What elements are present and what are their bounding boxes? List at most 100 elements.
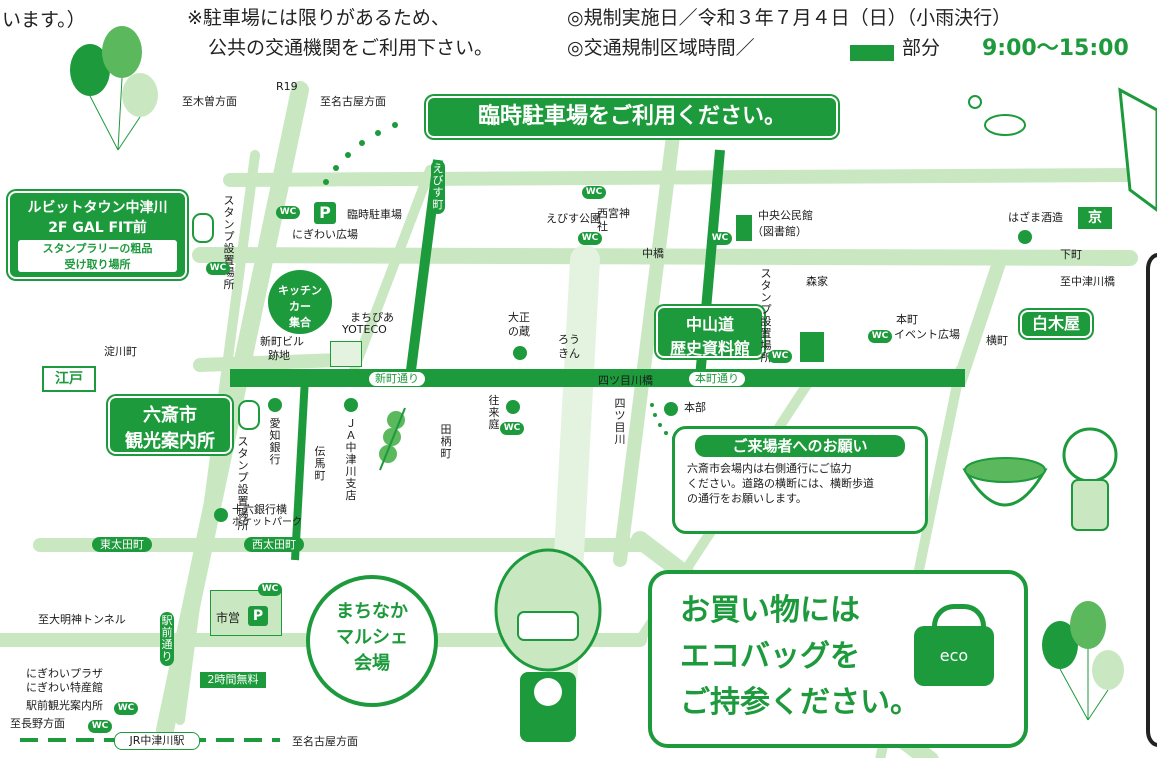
mid-road bbox=[345, 165, 435, 385]
yodogawa-road bbox=[193, 353, 347, 372]
regulated-road-denba bbox=[291, 377, 309, 561]
wc-icon: WC bbox=[582, 186, 606, 199]
label-chuo-kominkan: 中央公民館 bbox=[758, 209, 813, 222]
road-label-shinmachi: 新町通り bbox=[368, 371, 426, 387]
kitchen-car-badge: キッチン カー 集合 bbox=[268, 270, 332, 334]
label-to-kiso: 至木曽方面 bbox=[182, 95, 237, 108]
label-to-nakatsugawa-bridge: 至中津川橋 bbox=[1060, 275, 1115, 288]
label-taisho-1: 大正 bbox=[508, 311, 530, 324]
location-dot bbox=[513, 346, 527, 360]
label-juroku-1: 十六銀行横 bbox=[232, 503, 287, 516]
nakasendo-line-2: 歴史資料館 bbox=[669, 339, 750, 358]
label-nigiwai-plaza: にぎわいプラザ bbox=[26, 667, 103, 680]
label-yotsumegawa-bridge: 四ツ目川橋 bbox=[598, 374, 653, 387]
nakasendo-museum-banner: 中山道 歴史資料館 bbox=[658, 308, 762, 358]
regulation-time-prefix: ◎交通規制区域時間／ bbox=[567, 37, 755, 59]
marche-line-3: 会場 bbox=[354, 653, 390, 674]
label-to-daimyojin: 至大明神トンネル bbox=[38, 613, 126, 626]
label-oraitei: 往来庭 bbox=[488, 394, 500, 431]
kitchen-line-2: カー bbox=[289, 300, 311, 313]
wc-icon: WC bbox=[114, 702, 138, 715]
wc-icon: WC bbox=[768, 350, 792, 363]
r19-road bbox=[156, 81, 309, 739]
label-roukin-2: きん bbox=[558, 347, 580, 360]
location-dot bbox=[214, 508, 228, 522]
marche-line-1: まちなか bbox=[336, 601, 408, 622]
lubit-line-3: スタンプラリーの粗品 bbox=[42, 242, 153, 255]
eco-line-3: ご持参ください。 bbox=[680, 685, 920, 720]
eco-bag-handle bbox=[932, 604, 986, 635]
eco-bag-bubble: お買い物には エコバッグを ご持参ください。 eco bbox=[648, 570, 1028, 748]
label-yodogawa: 淀川町 bbox=[104, 345, 137, 358]
eco-line-1: お買い物には bbox=[680, 593, 860, 628]
label-moriya: 森家 bbox=[806, 275, 828, 288]
parking-note-2: 公共の交通機関をご利用下さい。 bbox=[208, 37, 494, 59]
label-honbu: 本部 bbox=[684, 401, 706, 414]
lubit-town-banner: ルビットタウン中津川 2F GAL FIT前 スタンプラリーの粗品 受け取り場所 bbox=[10, 193, 185, 277]
header-fragment: います。） bbox=[2, 9, 86, 31]
label-shiei: 市営 bbox=[216, 611, 241, 625]
location-dot bbox=[664, 402, 678, 416]
label-machipia-1: まちぴあ bbox=[350, 311, 394, 324]
label-taisho-2: の蔵 bbox=[508, 325, 530, 338]
shirakiya-banner: 白木屋 bbox=[1022, 312, 1090, 336]
marche-venue-bubble: まちなか マルシェ 会場 bbox=[306, 575, 438, 707]
wc-icon: WC bbox=[500, 422, 524, 435]
eco-line-2: エコバッグを bbox=[680, 639, 860, 674]
marche-line-2: マルシェ bbox=[336, 627, 408, 648]
wc-icon: WC bbox=[276, 206, 300, 219]
label-tagara: 田柄町 bbox=[440, 423, 452, 460]
road-label-honmachi: 本町通り bbox=[688, 371, 746, 387]
label-nakabashi: 中橋 bbox=[642, 247, 664, 260]
kitchen-line-1: キッチン bbox=[278, 284, 322, 297]
kitchen-line-3: 集合 bbox=[289, 316, 311, 329]
road-label-ebisu: えびす町 bbox=[431, 160, 445, 214]
visitor-notice-box: ご来場者へのお願い 六斎市会場内は右側通行にご協力 ください。道路の横断には、横… bbox=[672, 426, 928, 534]
notice-body-3: の通行をお願いします。 bbox=[687, 492, 807, 505]
label-ekimae-info: 駅前観光案内所 bbox=[26, 699, 103, 712]
label-denbacho: 伝馬町 bbox=[314, 445, 326, 482]
regulated-area-swatch bbox=[850, 45, 894, 61]
label-nigiwai-hiroba: にぎわい広場 bbox=[292, 228, 358, 241]
label-to-nagoya-bottom: 至名古屋方面 bbox=[292, 735, 358, 748]
label-two-hours-free: 2時間無料 bbox=[200, 672, 266, 688]
eco-text: お買い物には エコバッグを ご持参ください。 bbox=[680, 588, 920, 726]
building-icon bbox=[800, 332, 824, 362]
wc-icon: WC bbox=[868, 330, 892, 343]
label-to-nagano: 至長野方面 bbox=[10, 717, 65, 730]
nakabashi-road bbox=[192, 247, 1138, 266]
label-shinmachi-bldg-1: 新町ビル bbox=[260, 335, 304, 348]
label-stamp-1: スタンプ設置場所 bbox=[223, 194, 235, 291]
location-dot bbox=[506, 400, 520, 414]
rokusai-line-2: 観光案内所 bbox=[125, 431, 215, 452]
road-label-higashiota: 東太田町 bbox=[92, 537, 152, 552]
label-to-nagoya-top: 至名古屋方面 bbox=[320, 95, 386, 108]
lubit-line-2: 2F GAL FIT前 bbox=[48, 220, 147, 236]
road-label-yotsumegawa: 四ツ目川 bbox=[614, 397, 626, 446]
label-ebisu-park: えびす公園 bbox=[546, 212, 601, 225]
label-event-hiroba: イベント広場 bbox=[894, 328, 960, 341]
regulation-time: 9:00〜15:00 bbox=[982, 36, 1129, 61]
label-stamp-3: スタンプ設置場所 bbox=[237, 435, 249, 532]
label-juroku-2: ポケットパーク bbox=[232, 517, 302, 528]
label-nigiwai-tokusan: にぎわい特産館 bbox=[26, 681, 103, 694]
rokusai-line-1: 六斎市 bbox=[143, 405, 197, 426]
kyo-sign: 京 bbox=[1078, 207, 1112, 229]
wc-icon: WC bbox=[88, 720, 112, 733]
lubit-line-1: ルビットタウン中津川 bbox=[27, 200, 168, 216]
regulation-date: ◎規制実施日／令和３年７月４日（日）（小雨決行） bbox=[567, 7, 1012, 29]
road-label-nishiota: 西太田町 bbox=[244, 537, 304, 552]
label-ja: ＪＡ中津川支店 bbox=[345, 417, 357, 502]
location-dot bbox=[268, 398, 282, 412]
building-icon bbox=[736, 215, 752, 241]
location-dot bbox=[1018, 230, 1032, 244]
parking-icon: P bbox=[314, 202, 336, 224]
label-hazama: はざま酒造 bbox=[1008, 211, 1063, 224]
label-yokomachi: 横町 bbox=[986, 334, 1008, 347]
rokusai-info-banner: 六斎市 観光案内所 bbox=[110, 398, 230, 452]
label-honmachi-event: 本町 bbox=[896, 313, 918, 326]
wc-icon: WC bbox=[258, 583, 282, 596]
label-roukin-1: ろう bbox=[558, 333, 580, 346]
eco-bag-icon: eco bbox=[914, 626, 994, 686]
